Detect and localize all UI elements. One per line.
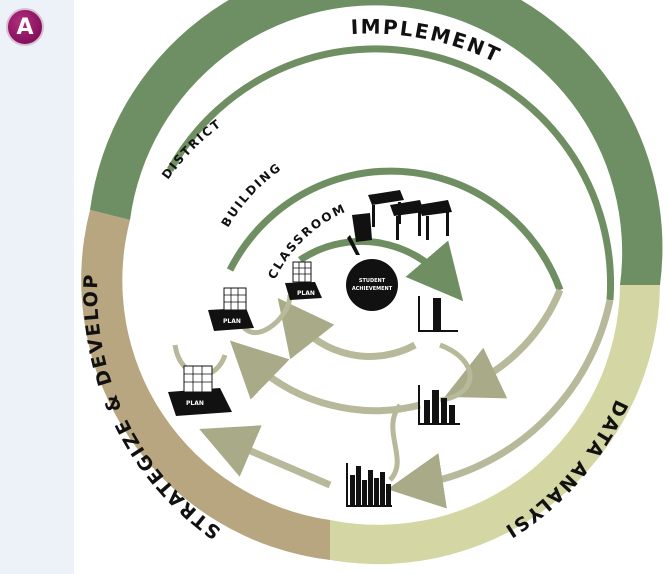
center-label-line2: ACHIEVEMENT — [352, 286, 393, 292]
plan-book-large: PLAN — [168, 365, 232, 416]
student-achievement-circle — [346, 259, 398, 311]
ring-segment-data-analysis — [330, 285, 660, 565]
panel-badge: A — [6, 8, 44, 46]
plan-book-medium: PLAN — [208, 287, 254, 331]
bar-chart-icon-medium — [418, 385, 460, 425]
center-label-line1: STUDENT — [359, 278, 386, 284]
bar-chart-icon-large — [346, 463, 392, 507]
plan-label-medium: PLAN — [223, 318, 241, 325]
district-arc-right — [387, 299, 614, 509]
connector-middle — [388, 403, 403, 482]
classroom-arc — [298, 237, 464, 302]
plan-label-large: PLAN — [186, 400, 204, 407]
building-arc-return — [229, 340, 421, 415]
district-arc — [166, 45, 615, 301]
building-arc-right — [444, 288, 564, 399]
ring-segment-strategize — [81, 210, 330, 560]
side-strip — [0, 0, 74, 574]
classroom-arc-return — [277, 297, 417, 360]
level-label-building: BUILDING — [219, 160, 285, 230]
level-label-district: DISTRICT — [159, 116, 224, 182]
building-arc — [226, 167, 564, 292]
classroom-desks-icon — [347, 190, 452, 255]
plan-label-small: PLAN — [297, 290, 315, 297]
connector-inner — [439, 342, 473, 403]
bar-chart-icon-small — [418, 296, 458, 332]
plan-book-small: PLAN — [285, 261, 322, 300]
district-arc-return — [199, 425, 332, 489]
